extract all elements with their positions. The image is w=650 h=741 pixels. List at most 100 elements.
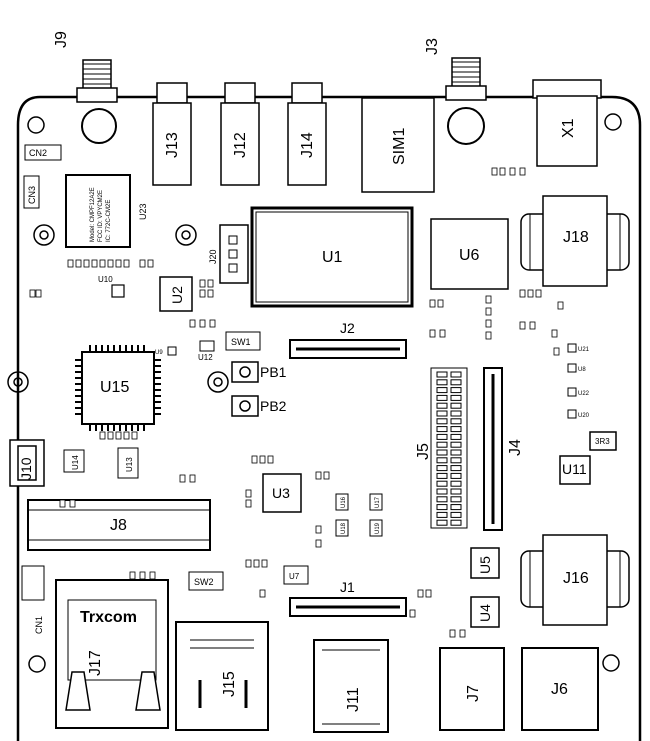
label-x1: X1 [560,118,577,138]
label-j9: J9 [53,31,70,48]
switch-sw1-box [225,331,261,351]
header-pin [450,387,462,394]
header-pin [436,488,448,495]
passive-pad [207,279,214,288]
header-pin [450,379,462,386]
chip-u5 [470,547,500,579]
chip-u3 [262,473,302,513]
slot-j8 [27,499,211,551]
header-pin [436,472,448,479]
chip-u4 [470,596,500,628]
header-pin [450,457,462,464]
passive-pad [553,347,560,356]
label-j16: J16 [563,570,589,587]
label-u23: U23 [138,203,148,220]
label-u20: U20 [578,413,590,419]
passive-pad [129,571,136,580]
label-u10: U10 [98,275,113,284]
passive-pad [449,629,456,638]
passive-pad [315,539,322,548]
passive-pad [519,167,526,176]
passive-pad [59,499,66,508]
audio-jack-j12 [220,82,260,186]
passive-pad [251,455,258,464]
header-pin [450,488,462,495]
header-pin [436,457,448,464]
sd-slot-j11 [313,639,389,733]
header-j5 [430,367,468,529]
passive-pad [189,474,196,483]
jack-j7 [439,647,505,731]
label-j10: J10 [18,457,34,480]
label-j1: J1 [340,579,355,595]
passive-pad [491,167,498,176]
header-pin [450,410,462,417]
tag-cn1: CN1 [34,616,44,634]
passive-pad [35,289,42,298]
header-pin [436,496,448,503]
header-pin [450,465,462,472]
passive-pad [485,295,492,304]
passive-pad [199,289,206,298]
label-u14: U14 [71,455,80,470]
label-u21: U21 [578,347,590,353]
passive-pad [551,329,558,338]
passive-pad [139,259,146,268]
passive-pad [429,329,436,338]
label-j20: J20 [208,249,218,264]
passive-pad [115,259,122,268]
header-pin [436,371,448,378]
passive-pad [245,489,252,498]
header-pin [450,402,462,409]
label-sw2: SW2 [194,577,214,587]
label-j2: J2 [340,320,355,336]
label-pb2: PB2 [260,398,287,414]
label-u13: U13 [125,457,134,472]
passive-pad [417,589,424,598]
inductor-3r3 [589,431,617,451]
passive-pad [535,289,542,298]
header-pin [436,441,448,448]
passive-pad [131,431,138,440]
rf-connector-j16 [520,534,630,626]
passive-pad [315,471,322,480]
header-pin [450,504,462,511]
tag-cn3-box [23,175,40,209]
passive-pad [199,319,206,328]
passive-pad [437,299,444,308]
passive-pad [149,571,156,580]
passive-pad [83,259,90,268]
header-pin [450,371,462,378]
label-pb1: PB1 [260,364,287,380]
connector-j1 [289,597,407,617]
module-line-3: IC: 772C-CM2E [106,200,112,242]
label-j8: J8 [110,517,127,534]
header-pin [450,449,462,456]
connector-j20 [219,224,249,284]
chip-u11 [559,455,591,485]
header-pin [436,426,448,433]
chip-u12 [199,340,215,352]
passive-pad [209,319,216,328]
sim-holder-sim1 [361,97,435,193]
header-pin [450,418,462,425]
passive-pad [315,525,322,534]
passive-pad [147,259,154,268]
label-u6: U6 [459,247,480,264]
chip-u1-outer [250,206,414,308]
label-u2: U2 [169,286,185,304]
header-pin [450,426,462,433]
chip-u10 [111,284,125,298]
passive-pad [429,299,436,308]
passive-components [29,167,564,638]
header-pin [436,387,448,394]
audio-jack-j14 [287,82,327,186]
passive-pad [485,331,492,340]
connector-j10 [9,439,45,487]
header-pin [450,496,462,503]
label-j15: J15 [221,671,238,697]
chip-u9 [167,346,177,356]
header-pin [450,472,462,479]
passive-pad [499,167,506,176]
switch-sw2-box [188,571,224,591]
